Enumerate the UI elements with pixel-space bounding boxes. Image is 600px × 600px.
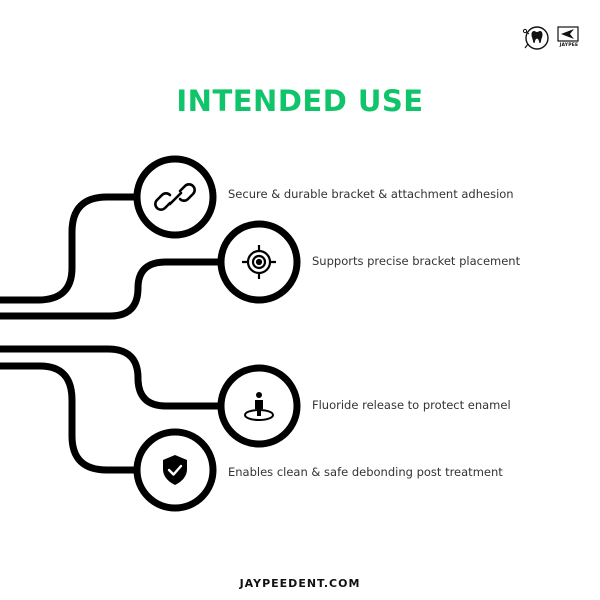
logo-graphic (522, 26, 579, 50)
connector-line-1 (0, 193, 135, 304)
connector-line-2 (0, 258, 220, 320)
node-3 (217, 364, 301, 448)
triangle-mark-icon (557, 26, 579, 42)
website-footer: JAYPEEDENT.COM (239, 577, 361, 590)
person-standing-icon (244, 392, 274, 421)
node-1 (133, 155, 217, 239)
item-label-placement: Supports precise bracket placement (312, 254, 521, 268)
item-label-adhesion: Secure & durable bracket & attachment ad… (228, 187, 514, 201)
shield-check-icon (163, 455, 187, 485)
connector-line-3 (0, 345, 220, 410)
node-4 (133, 428, 217, 512)
connector-line-4 (0, 362, 135, 474)
logo-caption: JAYPEE (559, 43, 579, 48)
item-label-debonding: Enables clean & safe debonding post trea… (228, 465, 503, 479)
target-icon (242, 245, 276, 279)
link-icon (154, 183, 196, 211)
node-2 (217, 220, 301, 304)
brand-logo: JAYPEE (520, 22, 582, 56)
page-title: INTENDED USE (176, 84, 424, 118)
item-label-fluoride: Fluoride release to protect enamel (312, 398, 511, 412)
tooth-icon (522, 26, 549, 50)
